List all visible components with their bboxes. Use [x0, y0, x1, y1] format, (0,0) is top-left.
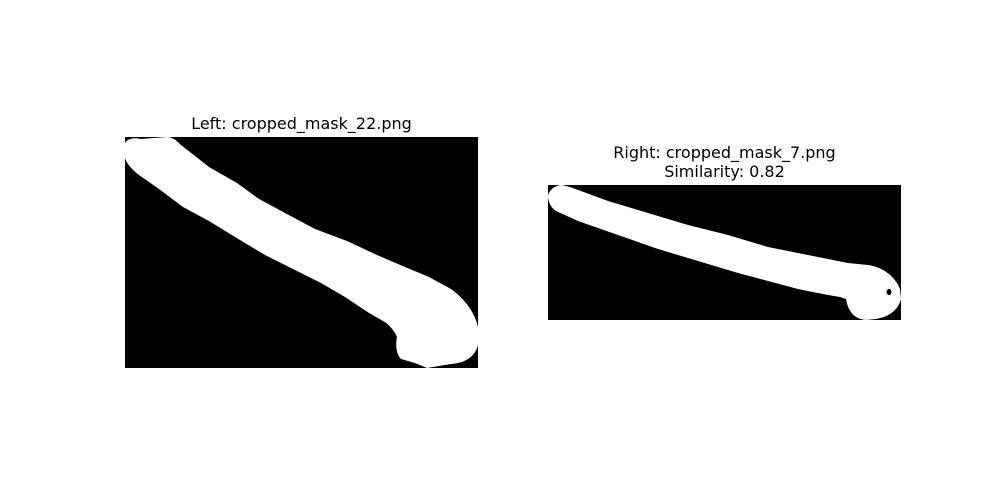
left-panel-title: Left: cropped_mask_22.png [191, 114, 412, 133]
right-mask-stroke [548, 185, 901, 320]
left-mask-stroke [125, 137, 478, 368]
right-mask-hole [886, 289, 892, 295]
right-panel-filename: Right: cropped_mask_7.png [613, 143, 836, 162]
similarity-score: Similarity: 0.82 [664, 162, 785, 181]
right-mask-image [548, 185, 901, 320]
right-panel-title: Right: cropped_mask_7.png Similarity: 0.… [548, 143, 901, 181]
left-mask-image [125, 137, 478, 368]
